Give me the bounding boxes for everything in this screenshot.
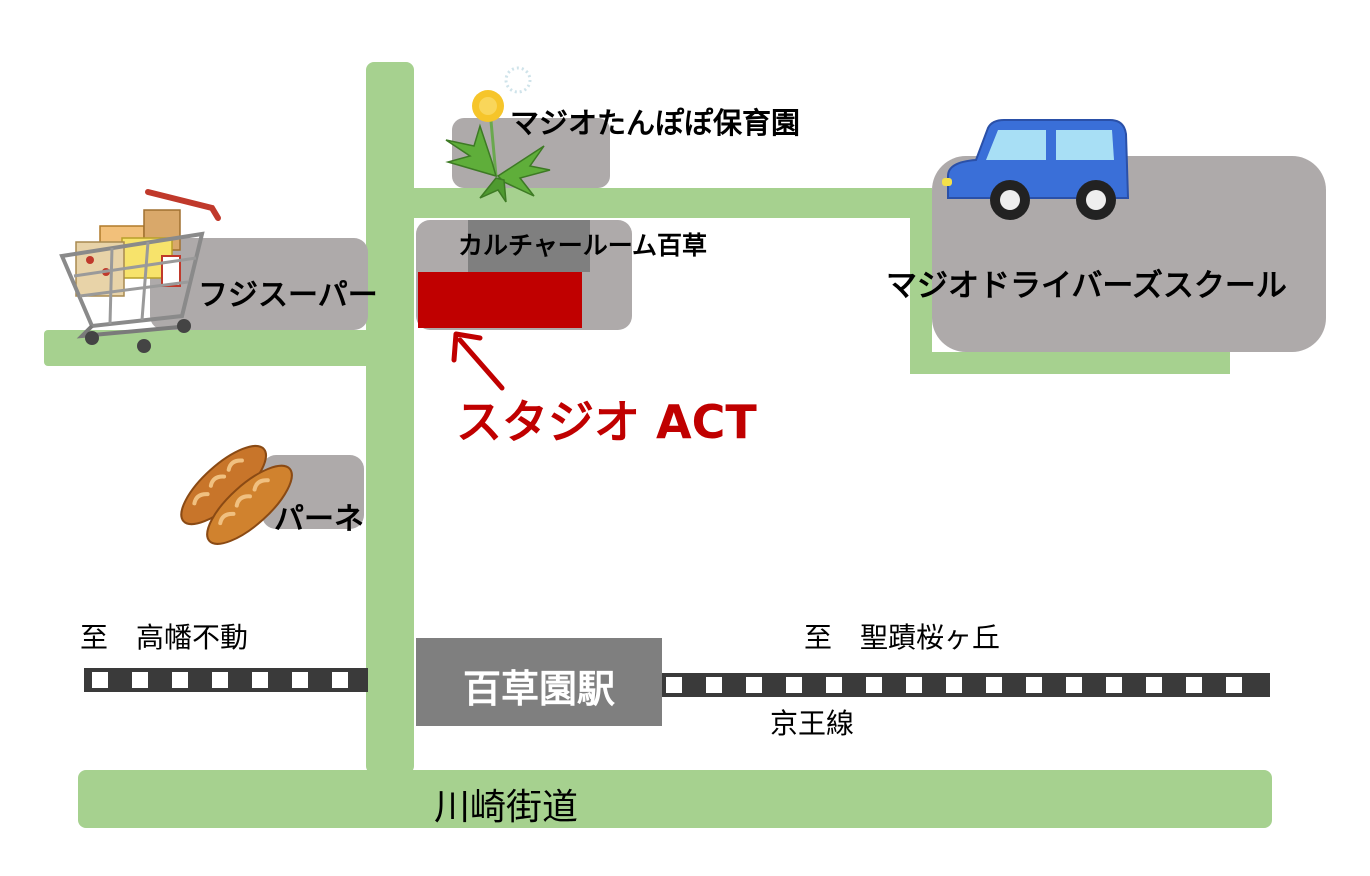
railway-tie (212, 672, 228, 688)
culture-room-inner-block (468, 220, 590, 272)
railway-tie (92, 672, 108, 688)
kawasaki-kaido-road (78, 770, 1272, 828)
railway-tie (786, 677, 802, 693)
railway-tie (1026, 677, 1042, 693)
railway-tie (826, 677, 842, 693)
supermarket-label: フジスーパー (198, 278, 378, 313)
nursery-label: マジオたんぽぽ保育園 (510, 106, 801, 140)
railway-tie (252, 672, 268, 688)
railway-tie (1066, 677, 1082, 693)
railway-tie (946, 677, 962, 693)
arrow-icon (451, 331, 505, 391)
main-road-label: 川崎街道 (434, 787, 579, 828)
railway-tie (746, 677, 762, 693)
direction-east-label: 至 聖蹟桜ヶ丘 (804, 621, 1001, 654)
railway-tie (1146, 677, 1162, 693)
road-east-vertical (910, 188, 932, 374)
railway-tie (1226, 677, 1242, 693)
railway-tie (172, 672, 188, 688)
bakery-label: パーネ (274, 502, 364, 537)
road-vertical-main (366, 62, 414, 774)
railway-tie (866, 677, 882, 693)
supermarket-building (150, 238, 368, 330)
studio-act-label: スタジオ ACT (456, 395, 757, 449)
railway-line-label: 京王線 (770, 707, 855, 740)
railway-tie (1106, 677, 1122, 693)
station-building (416, 638, 662, 726)
station-label: 百草園駅 (462, 667, 615, 711)
railway-tie (666, 677, 682, 693)
railway-track-west (84, 668, 368, 692)
car-icon (942, 119, 1130, 220)
railway-tie (706, 677, 722, 693)
studio-act-building (418, 272, 582, 328)
railway-tie (906, 677, 922, 693)
railway-track-east (662, 673, 1270, 697)
railway-tie (132, 672, 148, 688)
road-east-branch (910, 352, 1230, 374)
railway-tie (292, 672, 308, 688)
railway-tie (1186, 677, 1202, 693)
culture-room-label: カルチャールーム百草 (458, 231, 708, 260)
bread-icon (180, 444, 293, 545)
shopping-cart-icon (59, 189, 221, 353)
direction-west-label: 至 高幡不動 (80, 621, 249, 654)
driving-school-label: マジオドライバーズスクール (886, 268, 1287, 304)
road-north-branch (410, 188, 932, 218)
railway-tie (986, 677, 1002, 693)
dandelion-icon (445, 66, 551, 203)
railway-tie (332, 672, 348, 688)
